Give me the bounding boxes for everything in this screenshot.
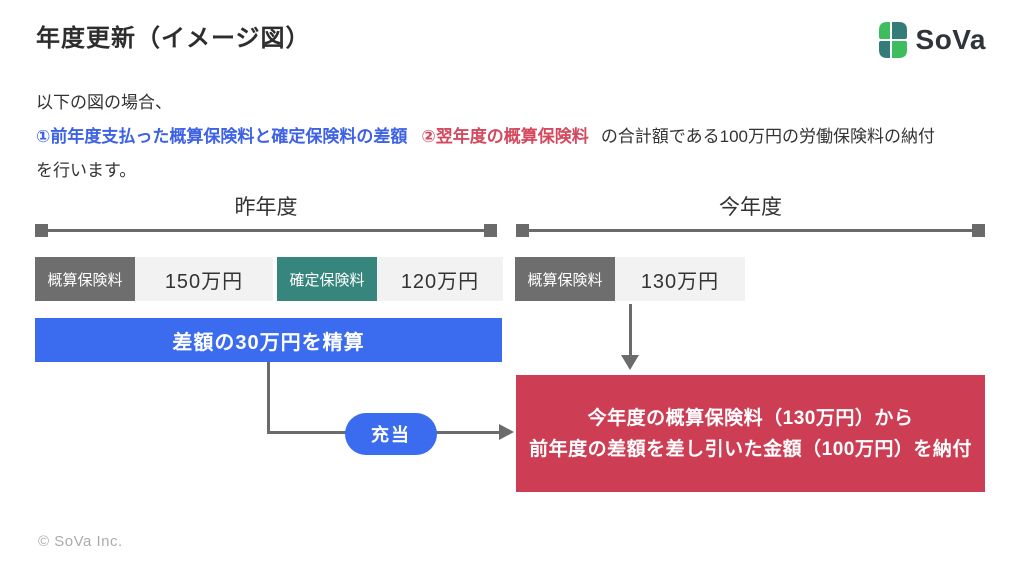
premium-label: 確定保険料 [277, 257, 377, 301]
arrow-down-line [629, 304, 632, 356]
premium-value: 130万円 [615, 257, 745, 301]
premium-estimated-last-year: 概算保険料 150万円 [35, 257, 273, 301]
intro-line-2-rest: の合計額である100万円の労働保険料の納付 [600, 127, 936, 146]
premium-label: 概算保険料 [515, 257, 615, 301]
timeline-endpoint-left-2 [516, 224, 529, 237]
logo-text: SoVa [915, 24, 986, 55]
intro-text: 以下の図の場合、 ①前年度支払った概算保険料と確定保険料の差額 ②翌年度の概算保険… [36, 86, 935, 188]
sova-logo-icon [878, 22, 907, 58]
intro-line-2: ①前年度支払った概算保険料と確定保険料の差額 ②翌年度の概算保険料の合計額である1… [36, 120, 935, 154]
timeline-label-last-year: 昨年度 [234, 196, 298, 219]
sova-logo: SoVa [878, 22, 986, 58]
arrow-right-icon [499, 424, 514, 440]
copyright: © SoVa Inc. [38, 533, 123, 550]
timeline-endpoint-right-2 [972, 224, 985, 237]
page-title: 年度更新（イメージ図） [36, 25, 311, 52]
settlement-bar: 差額の30万円を精算 [35, 318, 502, 362]
timeline-line-last-year [35, 229, 497, 232]
intro-line-1: 以下の図の場合、 [36, 93, 172, 112]
premium-estimated-this-year: 概算保険料 130万円 [515, 257, 745, 301]
premium-label: 概算保険料 [35, 257, 135, 301]
payment-line-1: 今年度の概算保険料（130万円）から [587, 407, 914, 429]
premium-confirmed-last-year: 確定保険料 120万円 [277, 257, 503, 301]
intro-point-1: ①前年度支払った概算保険料と確定保険料の差額 [36, 127, 408, 146]
intro-line-3: を行います。 [36, 161, 137, 180]
timeline-line-this-year [516, 229, 985, 232]
arrow-down-icon [621, 355, 639, 370]
intro-point-2: ②翌年度の概算保険料 [421, 127, 589, 146]
timeline-endpoint-left [35, 224, 48, 237]
timeline-label-this-year: 今年度 [719, 196, 782, 219]
premium-value: 150万円 [135, 257, 273, 301]
premium-value: 120万円 [377, 257, 503, 301]
payment-line-2: 前年度の差額を差し引いた金額（100万円）を納付 [529, 438, 972, 460]
allocation-pill: 充当 [345, 413, 437, 455]
timeline-endpoint-right [484, 224, 497, 237]
connector-vertical [267, 362, 270, 433]
payment-box: 今年度の概算保険料（130万円）から 前年度の差額を差し引いた金額（100万円）… [516, 375, 985, 492]
